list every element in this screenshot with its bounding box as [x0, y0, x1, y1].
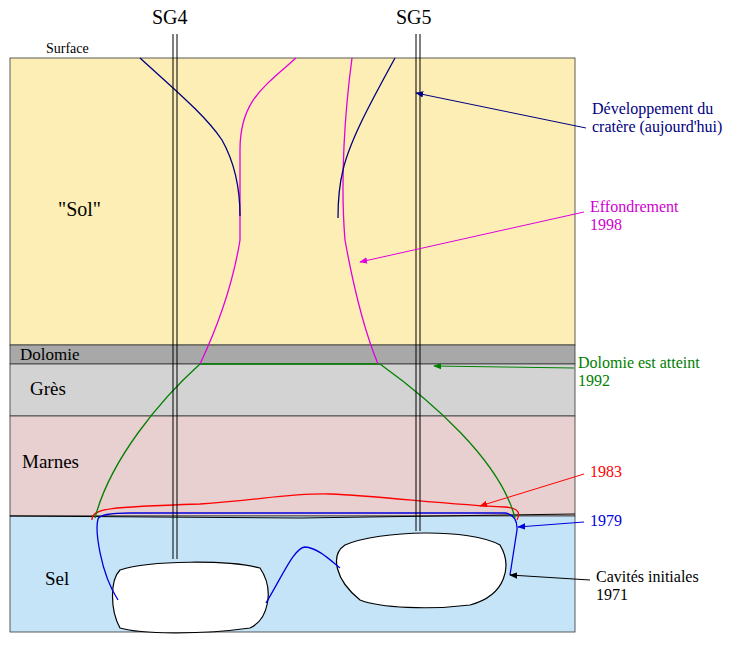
- crater-today: [338, 58, 395, 218]
- leader-line: [518, 522, 584, 527]
- leader-line: [510, 575, 590, 580]
- layer-name: Sel: [45, 568, 69, 590]
- callout-label: 1983: [590, 463, 622, 481]
- rock-layer: Grès: [10, 364, 575, 416]
- soil-layer: [10, 58, 575, 345]
- layer-name: Dolomie: [20, 345, 80, 364]
- contour-1983: [92, 494, 519, 520]
- well-SG4: [173, 34, 177, 559]
- contour-1979: [97, 513, 517, 600]
- well-name: SG4: [152, 6, 188, 29]
- sandstone-layer: [10, 364, 575, 416]
- layer-name: "Sol": [58, 198, 101, 221]
- well-name: SG5: [396, 6, 432, 29]
- leader-line: [360, 212, 584, 262]
- rock-layer: Dolomie: [10, 345, 575, 364]
- rock-layer: Marnes: [10, 416, 575, 516]
- callout-label: Effondrement 1998: [590, 198, 702, 235]
- cavity: [113, 562, 269, 633]
- callout-label: Dolomie est atteint 1992: [578, 354, 723, 391]
- callout-label: Cavités initiales 1971: [596, 568, 724, 605]
- rock-layer: Sel: [10, 516, 575, 632]
- collapse-1998: [343, 58, 378, 364]
- crater-today: [140, 58, 240, 216]
- leader-line: [480, 474, 584, 506]
- contour-1979: [266, 547, 340, 603]
- dolomite-layer: [10, 345, 575, 364]
- collapse-1998: [200, 58, 296, 364]
- callout-label: Développement du cratère (aujourd'hui): [592, 100, 732, 137]
- layer-name: Marnes: [22, 451, 79, 473]
- callout-label: 1979: [590, 512, 622, 530]
- salt-layer: [10, 516, 575, 632]
- surface-label: Surface: [46, 41, 89, 57]
- leader-line: [434, 366, 574, 368]
- leader-line: [416, 93, 586, 128]
- layer-name: Grès: [30, 378, 66, 400]
- cavity: [337, 533, 506, 608]
- well-SG5: [416, 34, 420, 531]
- rock-layer: "Sol": [10, 58, 575, 345]
- marl-layer: [10, 416, 575, 516]
- contour-1992: [95, 364, 515, 518]
